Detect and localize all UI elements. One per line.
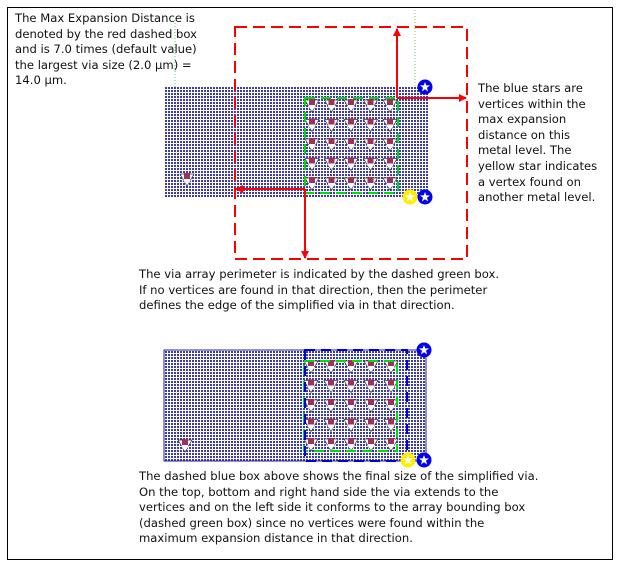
simplified-via-blue-box: [304, 349, 408, 462]
bottom-diagram: [163, 342, 432, 468]
max-expansion-red-box: [234, 26, 468, 260]
text-line: yellow star indicates: [478, 158, 598, 173]
note-max-expansion: The Max Expansion Distance is denoted by…: [15, 11, 197, 89]
note-stars: The blue stars are vertices within the m…: [478, 81, 597, 206]
yellow-star-icon: [400, 452, 416, 468]
text-line: The Max Expansion Distance is: [15, 11, 195, 25]
text-line: another metal level.: [478, 190, 596, 205]
note-via-perimeter: The via array perimeter is indicated by …: [139, 267, 499, 314]
text-line: vertices and on the left side it conform…: [139, 500, 526, 515]
text-line: (dashed green box) since no vertices wer…: [139, 515, 485, 530]
text-line: vertices within the: [478, 96, 586, 111]
note-simplified-via: The dashed blue box above shows the fina…: [139, 469, 538, 547]
metal-shape: [163, 349, 427, 462]
text-line: defines the edge of the simplified via i…: [139, 298, 455, 313]
text-line: distance on this: [478, 127, 571, 142]
text-line: denoted by the red dashed box: [15, 26, 197, 41]
blue-star-icon: [416, 452, 432, 468]
text-line: metal level. The: [478, 143, 572, 158]
text-line: On the top, bottom and right hand side t…: [139, 484, 499, 499]
text-line: and is 7.0 times (default value): [15, 42, 197, 57]
text-line: The blue stars are: [478, 81, 583, 95]
text-line: The via array perimeter is indicated by …: [139, 267, 500, 281]
text-line: max expansion: [478, 112, 567, 127]
text-line: a vertex found on: [478, 174, 581, 189]
text-line: the largest via size (2.0 µm) =: [15, 57, 192, 72]
text-line: The dashed blue box above shows the fina…: [139, 469, 539, 483]
figure-border: [7, 7, 613, 560]
text-line: 14.0 µm.: [15, 73, 67, 88]
blue-star-icon: [417, 189, 433, 205]
yellow-star-icon: [402, 189, 418, 205]
text-line: maximum expansion distance in that direc…: [139, 531, 413, 546]
top-diagram: [164, 10, 468, 260]
text-line: If no vertices are found in that directi…: [139, 282, 488, 297]
via-array-perimeter-green-box: [304, 97, 399, 194]
blue-star-icon: [416, 342, 432, 358]
blue-star-icon: [417, 79, 433, 95]
